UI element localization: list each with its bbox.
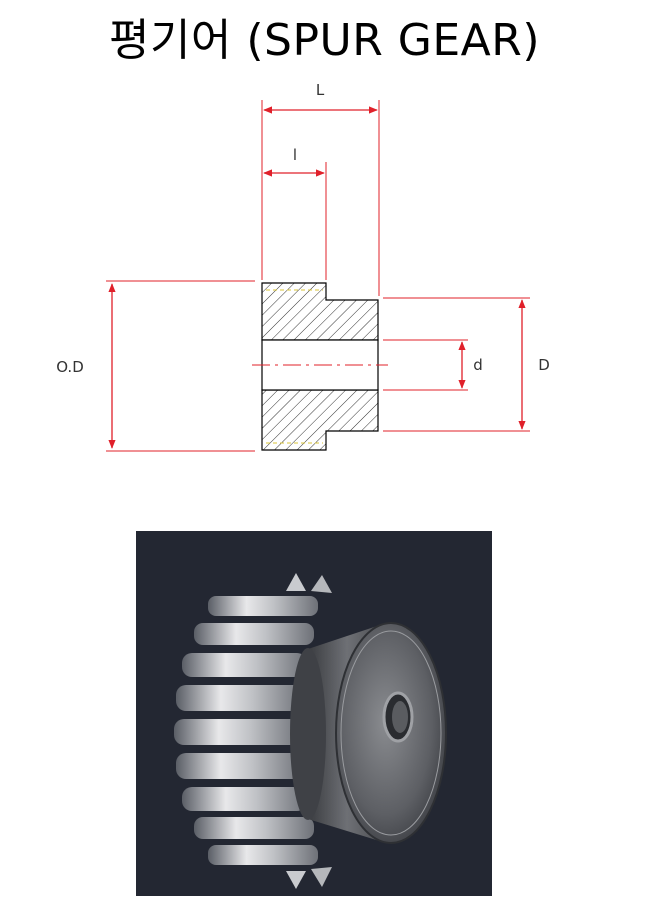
page-title: 평기어 (SPUR GEAR) <box>108 15 541 66</box>
label-D: D <box>538 356 550 374</box>
extension-lines <box>106 100 530 452</box>
gear-teeth <box>174 573 332 889</box>
lower-section <box>261 389 379 451</box>
label-L: L <box>316 81 325 99</box>
gear-3d-render <box>136 531 492 896</box>
upper-section <box>261 282 379 341</box>
gear-cross-section <box>252 282 388 451</box>
label-d: d <box>473 356 483 374</box>
label-OD: O.D <box>56 358 84 376</box>
dimension-lines <box>108 106 526 449</box>
gear-hub <box>290 622 447 844</box>
label-l: l <box>293 146 297 164</box>
section-drawing: L l O.D d D <box>56 81 550 452</box>
